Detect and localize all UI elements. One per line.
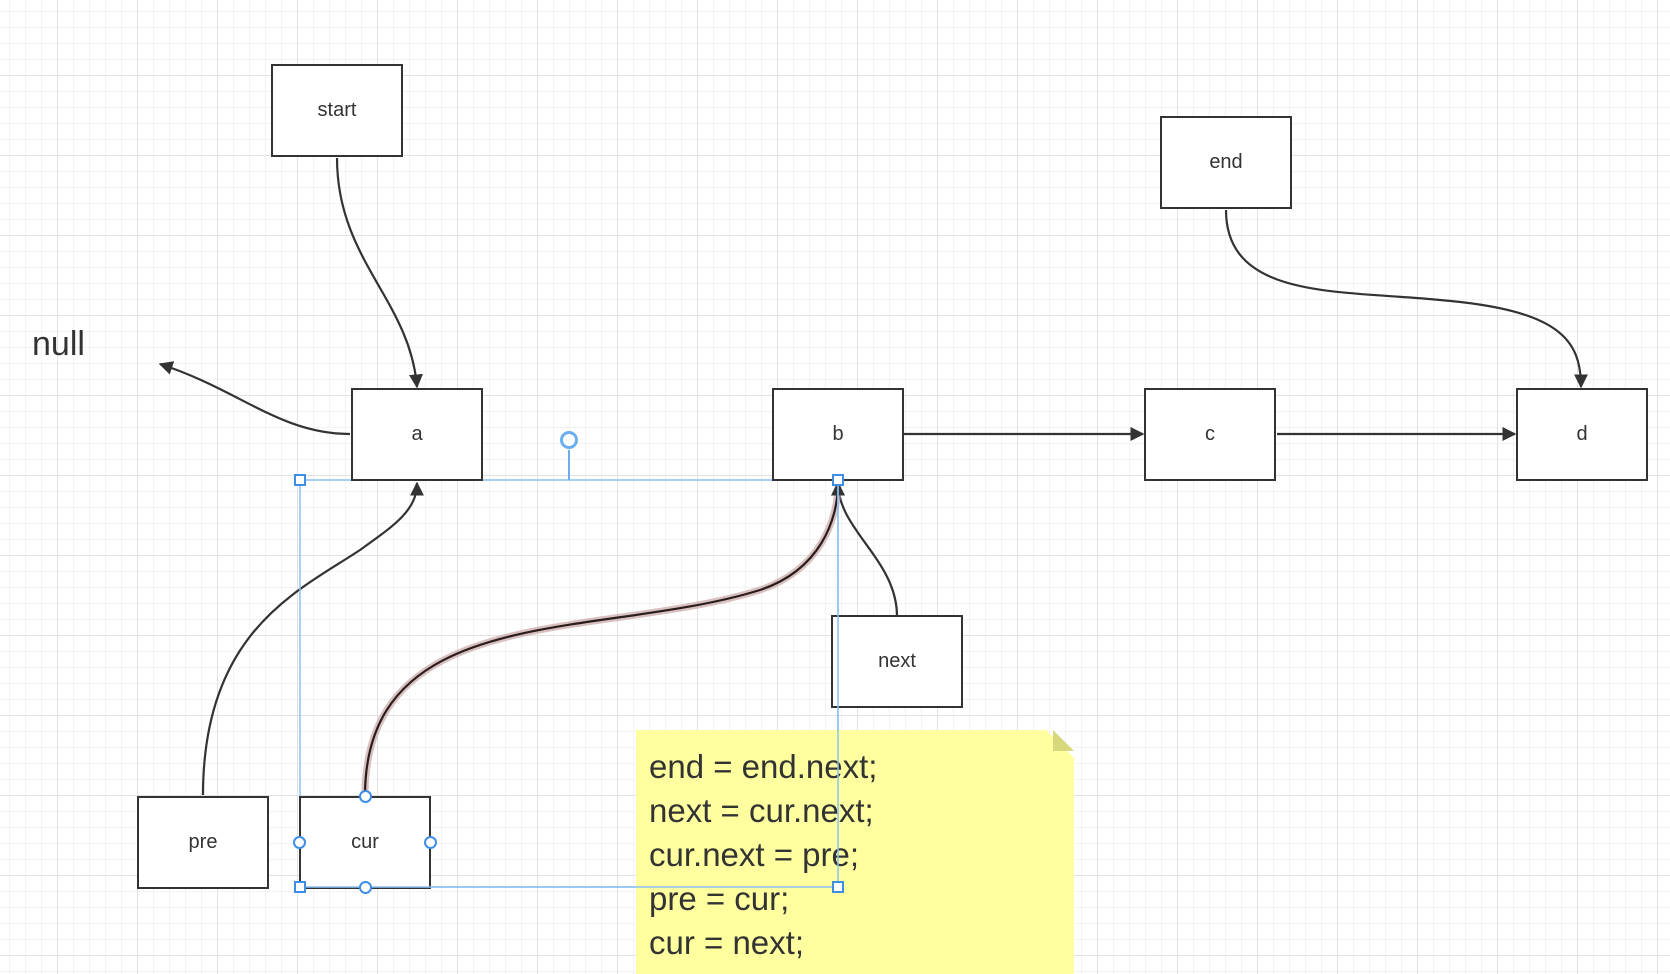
connection-point-right[interactable] [424, 836, 437, 849]
node-pre[interactable]: pre [137, 796, 269, 889]
note-line: cur.next = pre; [649, 836, 860, 873]
node-cur[interactable]: cur [299, 796, 431, 889]
note-line: cur = next; [649, 924, 804, 961]
node-end-label: end [1209, 151, 1243, 173]
node-next[interactable]: next [831, 615, 963, 708]
node-end[interactable]: end [1160, 116, 1292, 209]
node-a-label: a [411, 423, 423, 445]
null-label[interactable]: null [32, 325, 85, 363]
connection-point-top[interactable] [359, 790, 372, 803]
node-next-label: next [878, 650, 916, 672]
edge-cur-to-b[interactable] [363, 481, 845, 797]
edge-start-to-a[interactable] [335, 157, 423, 389]
sticky-note[interactable]: end = end.next; next = cur.next; cur.nex… [636, 730, 1074, 974]
resize-handle-bottom-right[interactable] [832, 881, 844, 893]
resize-handle-top-left[interactable] [294, 474, 306, 486]
node-d[interactable]: d [1516, 388, 1648, 481]
edge-a-to-null[interactable] [158, 361, 351, 436]
node-b-label: b [832, 423, 844, 445]
resize-handle-top-right[interactable] [832, 474, 844, 486]
node-c-label: c [1205, 423, 1215, 445]
node-d-label: d [1576, 423, 1588, 445]
node-c[interactable]: c [1144, 388, 1276, 481]
node-start[interactable]: start [271, 64, 403, 157]
edge-pre-to-a[interactable] [201, 481, 424, 796]
node-start-label: start [317, 99, 357, 121]
connection-point-left[interactable] [293, 836, 306, 849]
rotation-handle[interactable] [560, 431, 578, 449]
note-line: next = cur.next; [649, 792, 874, 829]
note-line: pre = cur; [649, 880, 790, 917]
node-a[interactable]: a [351, 388, 483, 481]
resize-handle-bottom-left[interactable] [294, 881, 306, 893]
rotation-handle-stem [568, 450, 570, 480]
node-pre-label: pre [188, 831, 218, 853]
node-b[interactable]: b [772, 388, 904, 481]
connection-point-bottom[interactable] [359, 881, 372, 894]
node-cur-label: cur [351, 831, 379, 853]
note-line: end = end.next; [649, 748, 878, 785]
edge-end-to-d[interactable] [1224, 209, 1588, 389]
edge-next-to-b[interactable] [831, 481, 899, 617]
